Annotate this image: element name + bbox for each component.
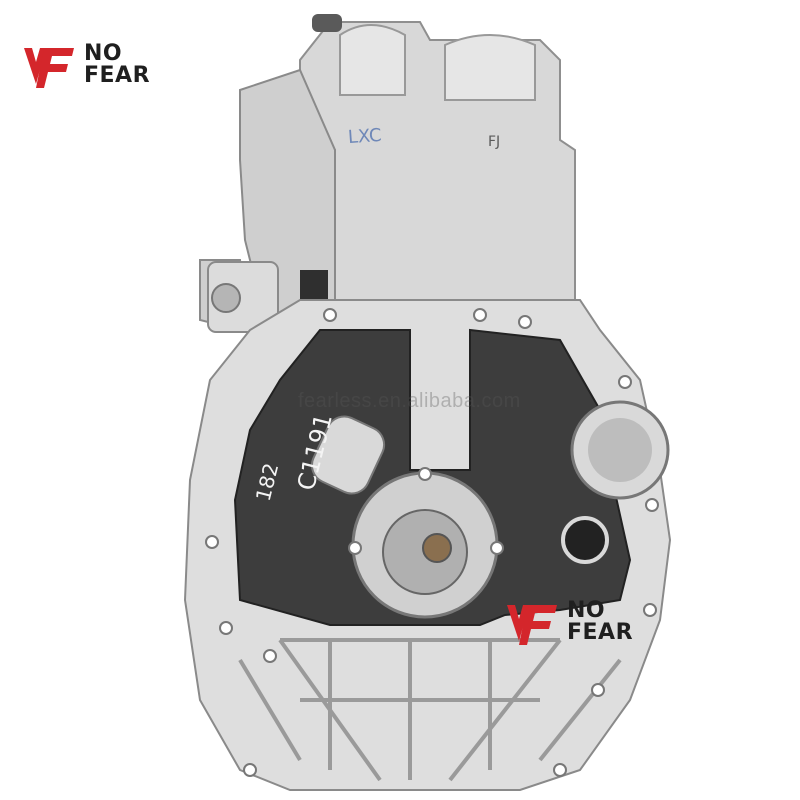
oil-filler-cap xyxy=(312,14,342,32)
oil-pan-ribs xyxy=(238,638,622,782)
brand-line-1: NO xyxy=(567,598,606,623)
engraving-head-mark: FJ xyxy=(488,134,501,150)
bracket-hole xyxy=(211,283,241,313)
nf-logo-icon xyxy=(507,605,557,645)
brand-name: NO FEAR xyxy=(84,43,150,87)
water-pump-bore xyxy=(588,418,652,482)
cam-cover-left-lobe xyxy=(339,24,406,96)
bolt-holes xyxy=(205,308,659,777)
brand-line-2: FEAR xyxy=(84,63,151,88)
crankshaft-hub xyxy=(422,533,452,563)
bracket xyxy=(207,261,279,333)
brand-name: NO FEAR xyxy=(567,600,633,644)
brand-line-1: NO xyxy=(84,41,123,66)
brand-line-2: FEAR xyxy=(567,620,634,645)
brand-logo-top: NO FEAR xyxy=(22,40,150,90)
idler-bracket xyxy=(310,415,386,495)
watermark-text: fearless.en.alibaba.com xyxy=(298,390,521,412)
brand-logo-bottom: NO FEAR xyxy=(505,597,633,647)
sensor-port xyxy=(561,516,609,564)
nf-logo-icon xyxy=(24,48,74,88)
cam-cover-right-lobe xyxy=(444,34,536,101)
engraving-head-code: LXC xyxy=(347,124,383,149)
